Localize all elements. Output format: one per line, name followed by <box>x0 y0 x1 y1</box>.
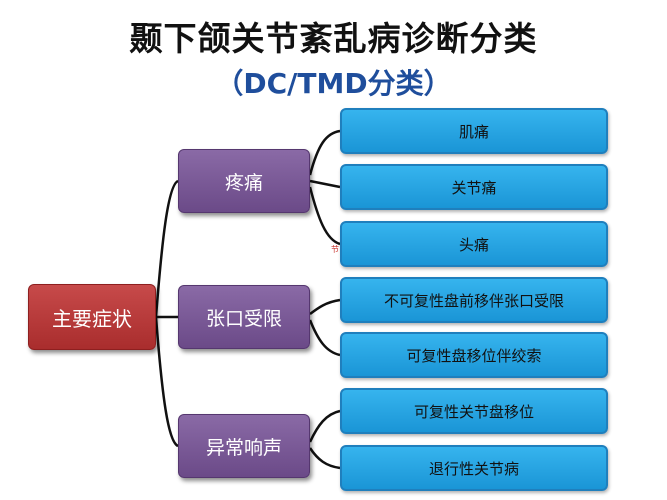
leaf-node-arthralgia: 关节痛 <box>340 164 608 210</box>
root-node: 主要症状 <box>28 284 156 350</box>
leaf-node-disc-displacement-without-reduction: 不可复性盘前移伴张口受限 <box>340 277 608 323</box>
leaf-node-myalgia: 肌痛 <box>340 108 608 154</box>
leaf-node-disc-displacement-with-reduction: 可复性关节盘移位 <box>340 388 608 434</box>
connector-pain-to-leaf-3 <box>308 186 341 246</box>
connector-abnormal-sound-to-leaf-1 <box>308 409 341 443</box>
category-node-abnormal-sound: 异常响声 <box>178 414 310 478</box>
category-node-limited-opening: 张口受限 <box>178 285 310 349</box>
connector-pain-to-leaf-2 <box>309 179 341 189</box>
connector-pain-to-leaf-1 <box>308 129 341 176</box>
page-title: 颞下颌关节紊乱病诊断分类 <box>129 19 538 58</box>
connector-root-to-pain <box>154 179 179 318</box>
connector-abnormal-sound-to-leaf-2 <box>308 447 341 470</box>
leaf-node-headache: 头痛 <box>340 221 608 267</box>
leaf-node-degenerative-joint-disease: 退行性关节病 <box>340 445 608 491</box>
watermark-fragment: 节 <box>331 245 339 254</box>
page-subtitle: （DC/TMD分类） <box>215 67 452 100</box>
connector-limited-opening-to-leaf-1 <box>309 298 341 316</box>
connector-root-to-abnormal-sound <box>154 316 179 448</box>
connector-limited-opening-to-leaf-2 <box>308 319 341 357</box>
category-node-pain: 疼痛 <box>178 149 310 213</box>
leaf-node-disc-displacement-with-locking: 可复性盘移位伴绞索 <box>340 332 608 378</box>
